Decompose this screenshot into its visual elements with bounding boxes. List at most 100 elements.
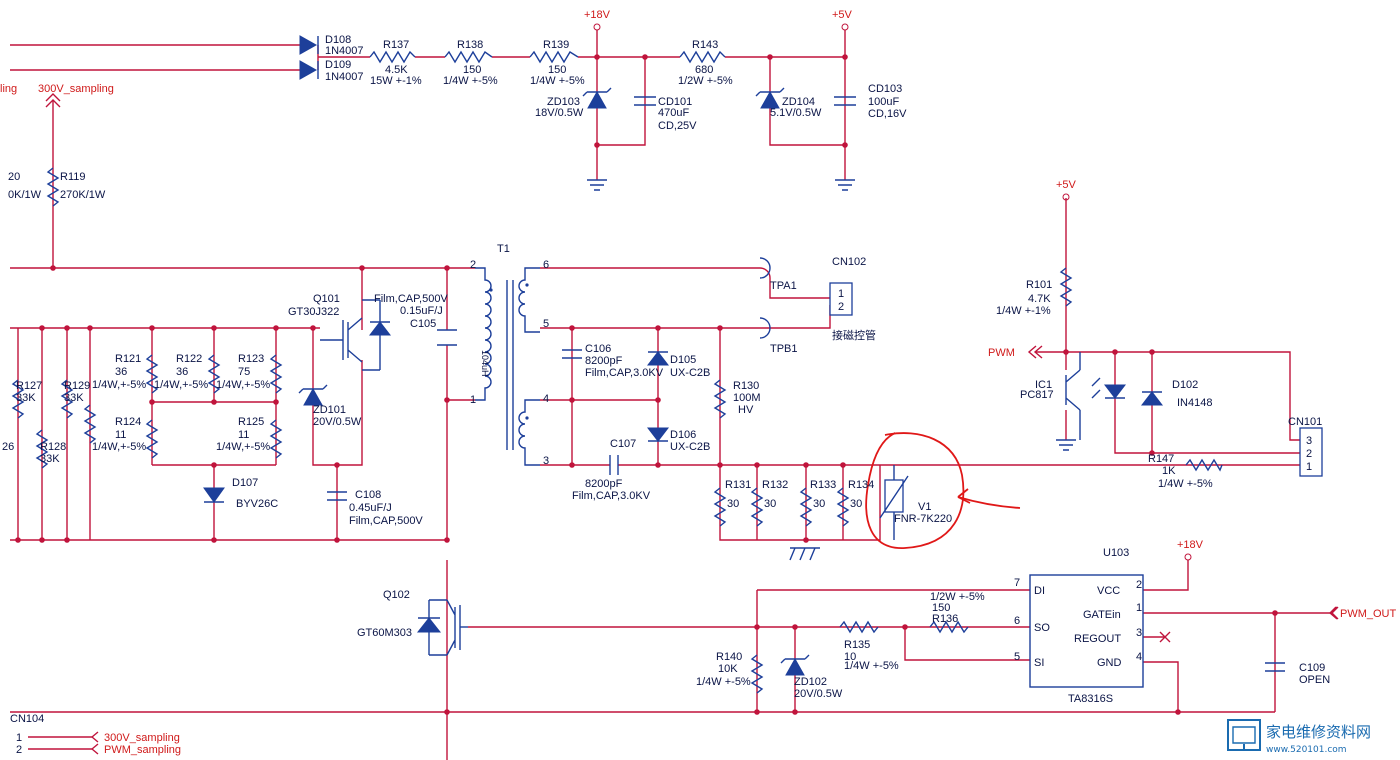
label-cn101-pin3: 3 (1306, 435, 1312, 447)
label-r147-value: 1K (1162, 465, 1176, 477)
label-r135-value: 10 (844, 651, 856, 663)
diode-ic1-led (1103, 384, 1127, 399)
label-d105: D105 (670, 354, 696, 366)
label-5v-top: +5V (832, 9, 853, 21)
connector-cn101-body (1299, 427, 1323, 477)
label-r139: R139 (543, 39, 569, 51)
watermark-logo (1227, 719, 1261, 751)
label-c105: C105 (410, 318, 436, 330)
label-r130-value: 100M (733, 392, 761, 404)
label-cn102-pin2: 2 (838, 301, 844, 313)
label-r138-spec: 1/4W +-5% (443, 75, 498, 87)
label-r121-spec: 1/4W,+-5% (92, 379, 146, 391)
label-r124-spec: 1/4W,+-5% (92, 441, 146, 453)
transformer-t1 (475, 267, 540, 466)
label-u103-pin3: 3 (1136, 627, 1142, 639)
label-ic1: IC1 (1035, 379, 1052, 391)
label-d105-value: UX-C2B (670, 367, 710, 379)
label-cn104-pin1: 1 (16, 732, 22, 744)
label-r121-value: 36 (115, 366, 127, 378)
resistor-r143 (679, 50, 726, 64)
label-r130-spec: HV (738, 404, 754, 416)
label-pwm-sampling: PWM_sampling (104, 744, 181, 756)
label-q101-value: GT30J322 (288, 306, 339, 318)
vertical-resistors (11, 167, 1073, 694)
label-v1-value: FNR-7K220 (894, 513, 952, 525)
label-d109: D109 (325, 59, 351, 71)
label-t1-pin6: 6 (543, 259, 549, 271)
varistor-v1 (879, 465, 909, 540)
label-r129: R129 (64, 380, 90, 392)
label-c108-value: 0.45uF/J (349, 502, 392, 514)
label-cd101: CD101 (658, 96, 692, 108)
label-r122-value: 36 (176, 366, 188, 378)
label-r101-value: 4.7K (1028, 293, 1051, 305)
label-r127-value: 33K (16, 392, 36, 404)
label-d108: D108 (325, 34, 351, 46)
label-r120-value: 0K/1W (8, 189, 42, 201)
label-zd104-value: 5.1V/0.5W (770, 107, 822, 119)
label-r127: R127 (16, 380, 42, 392)
label-r147-spec: 1/4W +-5% (1158, 478, 1213, 490)
zener-zd104 (755, 87, 785, 109)
label-r131-value: 30 (727, 498, 739, 510)
label-r143-value: 680 (695, 64, 713, 76)
label-q101: Q101 (313, 293, 340, 305)
label-c109-value: OPEN (1299, 674, 1330, 686)
label-c107: C107 (610, 438, 636, 450)
label-r123-spec: 1/4W,+-5% (216, 379, 270, 391)
label-zd101: ZD101 (313, 404, 346, 416)
resistor-r139 (529, 50, 579, 64)
resistor-r136 (929, 620, 969, 634)
label-u103-pin7: 7 (1014, 577, 1020, 589)
label-r137-value: 4.5K (385, 64, 408, 76)
label-r121: R121 (115, 353, 141, 365)
label-r135: R135 (844, 639, 870, 651)
label-u103-si: SI (1034, 657, 1044, 669)
ic-u103 (1029, 574, 1144, 688)
label-d102: D102 (1172, 379, 1198, 391)
diode-d109 (299, 60, 319, 80)
label-r122-spec: 1/4W,+-5% (154, 379, 208, 391)
label-r140-value: 10K (718, 663, 738, 675)
label-cd103-value: 100uF (868, 96, 899, 108)
label-u103-pin5: 5 (1014, 651, 1020, 663)
label-cn101-pin2: 2 (1306, 448, 1312, 460)
label-zd103: ZD103 (547, 96, 580, 108)
optocoupler-ic1 (1065, 352, 1101, 440)
label-zd104: ZD104 (782, 96, 815, 108)
label-q102-value: GT60M303 (357, 627, 412, 639)
label-t1-pin2: 2 (470, 259, 476, 271)
label-r119: R119 (60, 171, 85, 183)
label-r137: R137 (383, 39, 409, 51)
label-t1-pin3: 3 (543, 455, 549, 467)
label-r132-value: 30 (764, 498, 776, 510)
label-cn101: CN101 (1288, 416, 1322, 428)
label-r122: R122 (176, 353, 202, 365)
label-r136-spec: 1/2W +-5% (930, 591, 985, 603)
label-cn102: CN102 (832, 256, 866, 268)
label-pwm-out: PWM_OUT (1340, 608, 1397, 620)
label-r119-value: 270K/1W (60, 189, 106, 201)
label-r101: R101 (1026, 279, 1052, 291)
label-c108: C108 (355, 489, 381, 501)
label-c105-value: 0.15uF/J (400, 305, 443, 317)
no-connect-x (1159, 631, 1171, 643)
label-ic1-value: PC817 (1020, 389, 1054, 401)
labels: D108 1N4007 D109 1N4007 R137 4.5K 15W +-… (0, 9, 1397, 756)
diode-d106 (646, 427, 670, 442)
label-cn102-note: 接磁控管 (832, 328, 876, 342)
capacitors (327, 96, 1285, 672)
label-d108-value: 1N4007 (325, 45, 364, 57)
label-c106-value: 8200pF (585, 355, 623, 367)
label-u103-gatein: GATEin (1083, 609, 1121, 621)
resistor-r135 (839, 620, 879, 634)
label-cn104-pin2: 2 (16, 744, 22, 756)
annotation-circle (865, 432, 1021, 549)
label-r136: R136 (932, 613, 958, 625)
power-markers (45, 23, 1339, 755)
label-r128-value: 33K (40, 453, 60, 465)
label-r133: R133 (810, 479, 836, 491)
label-r101-spec: 1/4W +-1% (996, 305, 1051, 317)
label-r140-spec: 1/4W +-5% (696, 676, 751, 688)
